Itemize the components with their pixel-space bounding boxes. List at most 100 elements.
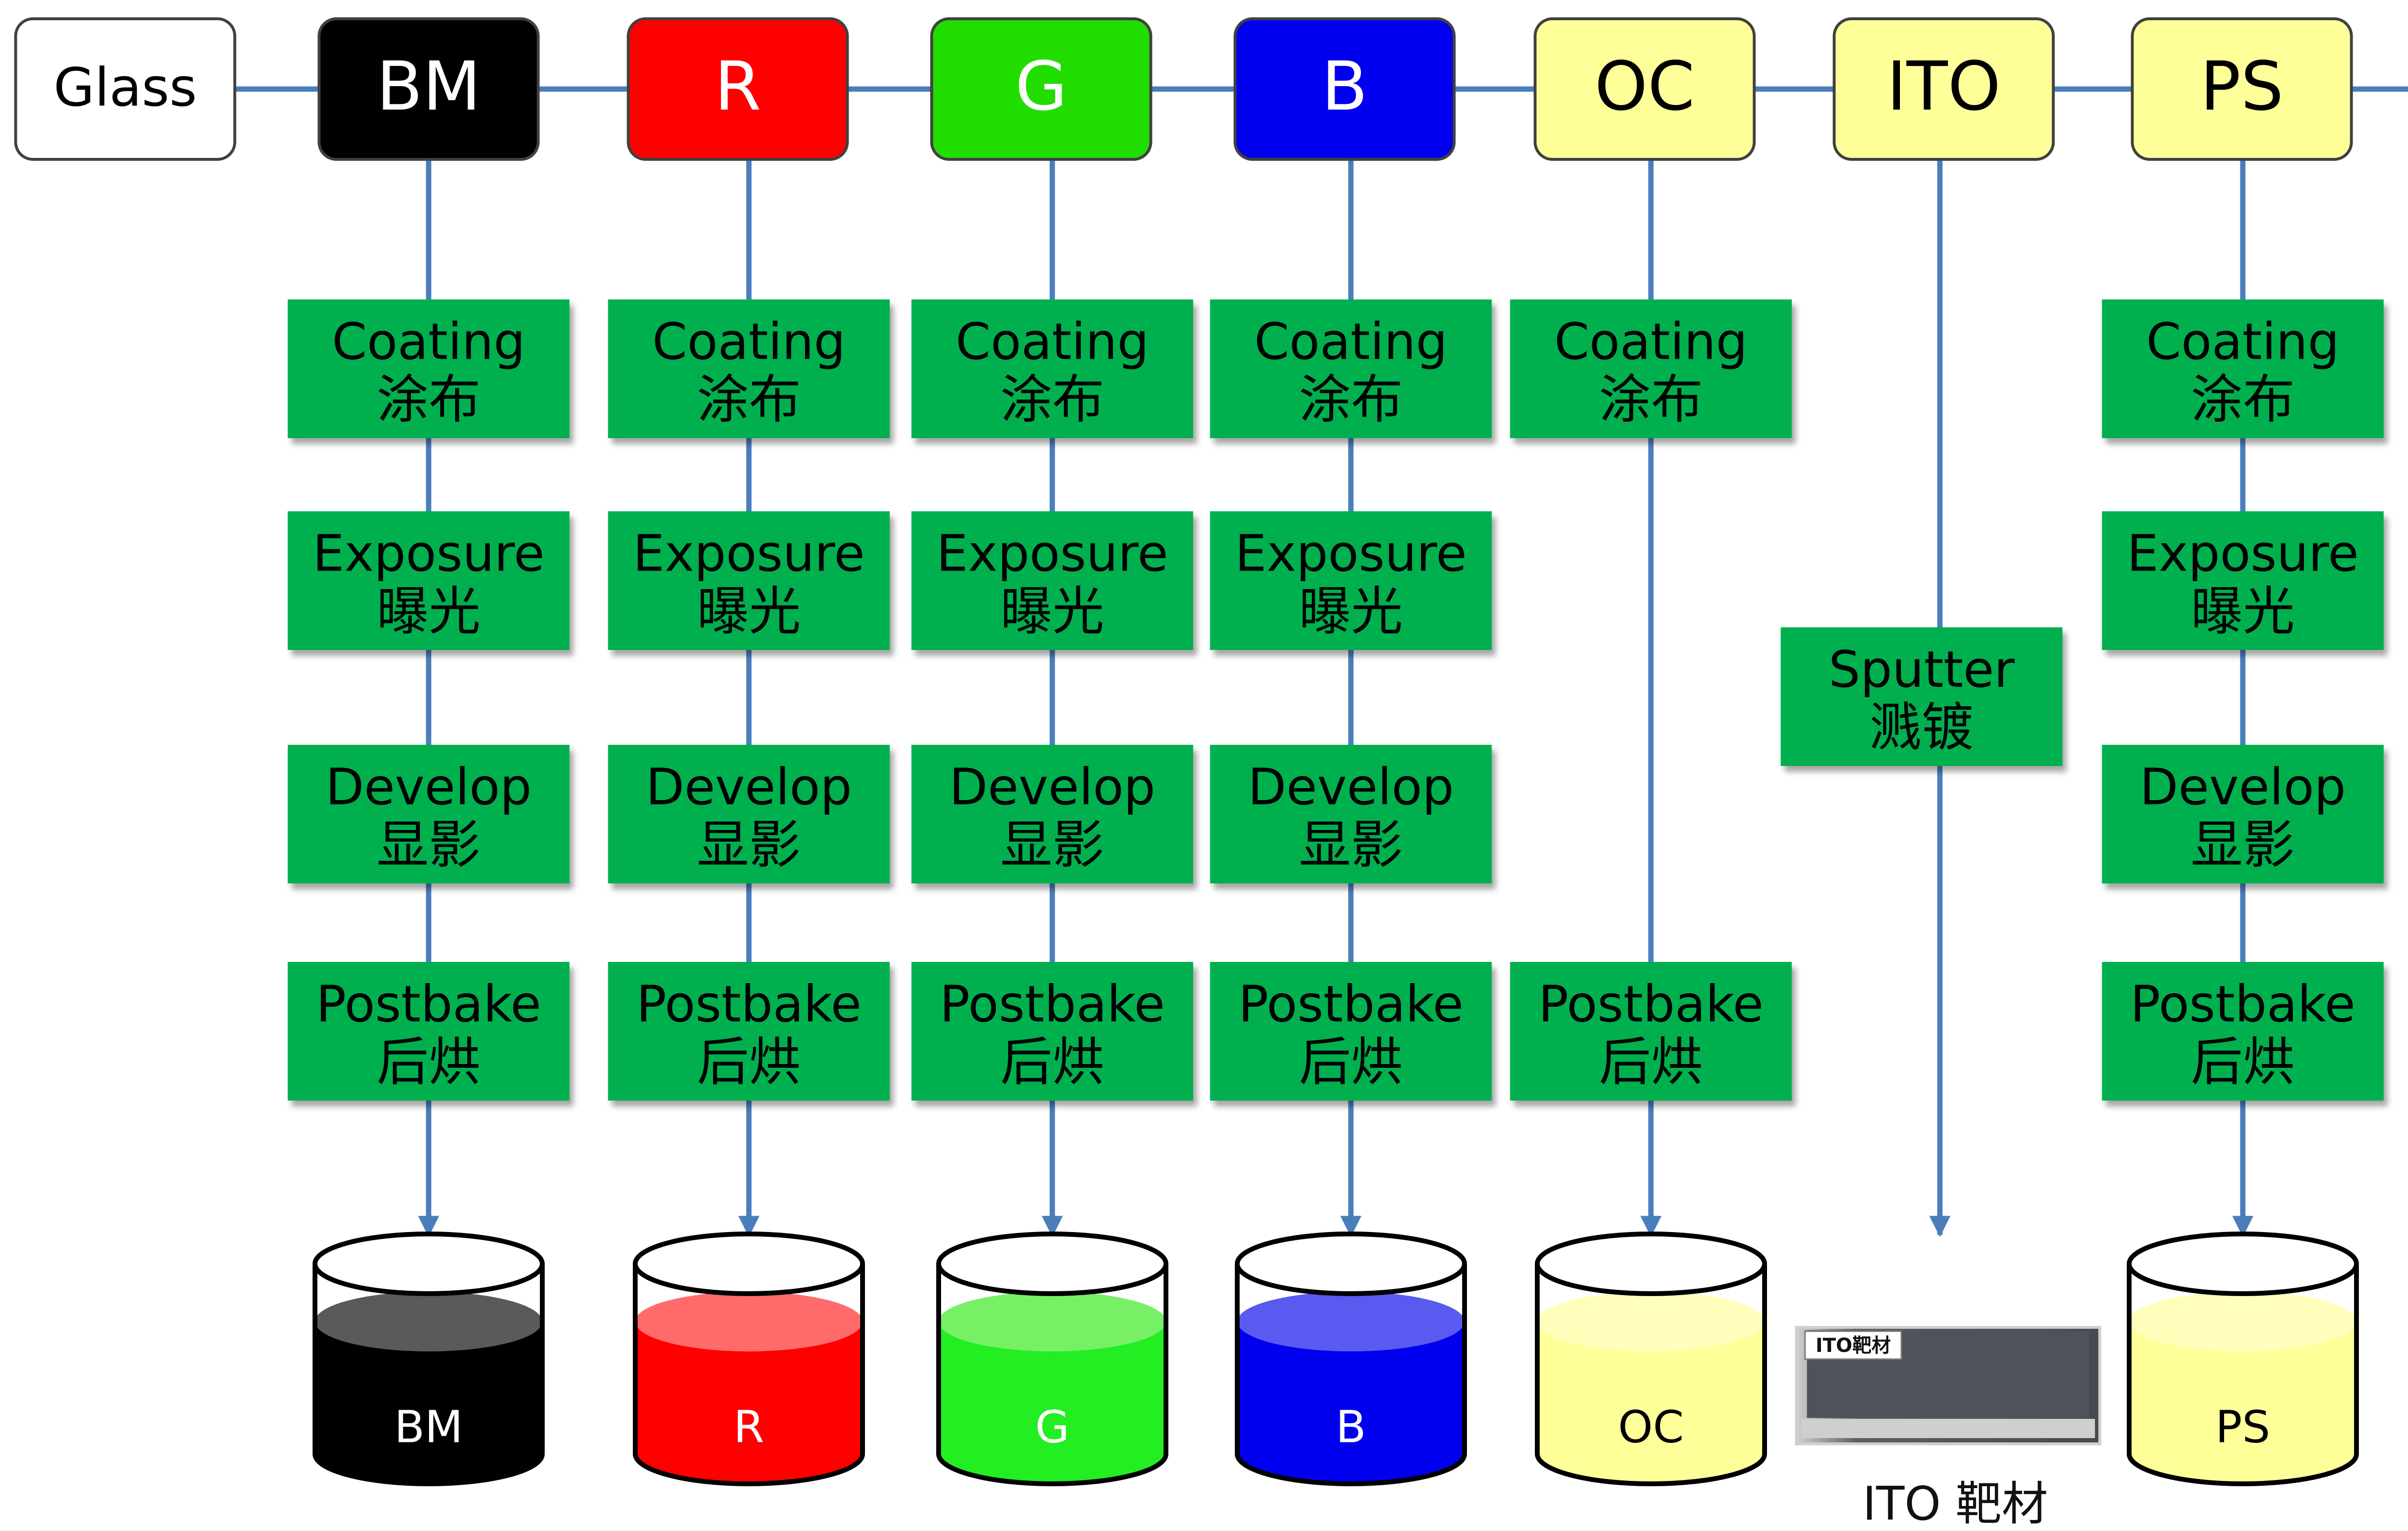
beaker-outline [313,1264,545,1486]
step-label-zh: 显影 [2191,815,2295,875]
step-box [288,299,570,438]
step-label-en: Sputter [1829,640,2015,699]
beaker-liquid-surface [315,1292,542,1351]
step-label-en: Develop [2140,757,2346,816]
step-box [1210,299,1492,438]
step-box [608,511,890,650]
step-label-en: Postbake [1538,974,1764,1033]
stage-box [2131,17,2353,161]
step-label-zh: 显影 [1000,815,1104,875]
step-box [1510,299,1792,438]
beaker-liquid-surface [1537,1292,1765,1351]
stage-label: ITO [1886,48,2001,126]
material-beaker-b: B [1235,1232,1467,1486]
step-box [608,745,890,883]
step-label-zh: 后烘 [1599,1032,1703,1092]
step-label-zh: 后烘 [2191,1032,2295,1092]
step-label-zh: 涂布 [697,370,801,430]
beaker-label: BM [394,1401,463,1453]
step-label-zh: 溅镀 [1870,698,1974,758]
step-label-en: Develop [949,757,1155,816]
step-box [2102,745,2384,883]
stage-box [627,17,849,161]
material-beaker-r: R [633,1232,865,1486]
beaker-label: R [733,1401,764,1453]
stage-oc: OC [1533,17,1756,161]
beaker-liquid [1537,1322,1765,1484]
step-label-en: Coating [1254,312,1448,371]
step-label-zh: 涂布 [2191,370,2295,430]
step-label-zh: 涂布 [1299,370,1403,430]
beaker-outline [1535,1264,1767,1486]
material-beaker-g: G [936,1232,1168,1486]
beaker-label: OC [1618,1401,1684,1453]
stage-box [14,17,236,161]
step-label-en: Postbake [940,974,1165,1033]
beaker-rim [313,1232,545,1296]
step-label-en: Coating [652,312,846,371]
step-box [2102,962,2384,1101]
beaker-rim [1535,1232,1767,1296]
step-label-en: Postbake [2130,974,2356,1033]
step-label-en: Develop [1248,757,1454,816]
stage-label: R [714,48,761,126]
stage-ps: PS [2131,17,2353,161]
step-label-en: Develop [646,757,852,816]
beaker-label: B [1335,1401,1366,1453]
stage-label: B [1322,48,1368,126]
step-box [608,299,890,438]
step-label-zh: 后烘 [1000,1032,1104,1092]
ito-target-label: ITO 靶材 [1862,1477,2048,1531]
beaker-liquid-surface [2129,1292,2356,1351]
process-steps: Coating涂布Exposure曝光Develop显影Postbake后烘Co… [288,299,2384,1101]
step-box [608,962,890,1101]
step-box [2102,511,2384,650]
stage-box [1832,17,2055,161]
step-label-en: Exposure [1235,524,1466,583]
step-box [911,745,1193,883]
beaker-liquid [2129,1322,2356,1484]
material-beaker-oc: OC [1535,1232,1767,1486]
step-box [288,511,570,650]
material-beaker-ps: PS [2127,1232,2359,1486]
beaker-liquid-surface [635,1292,863,1351]
step-box [1210,511,1492,650]
photo-base [1801,1419,2095,1438]
beaker-outline [936,1264,1168,1486]
beaker-liquid [939,1322,1166,1484]
beaker-rim [1235,1232,1467,1296]
step-box [1510,962,1792,1101]
step-label-zh: 曝光 [377,582,481,642]
step-label-zh: 显影 [377,815,481,875]
step-label-en: Postbake [1238,974,1464,1033]
step-label-zh: 显影 [1299,815,1403,875]
beaker-label: G [1035,1401,1069,1453]
stage-label: PS [2200,48,2283,126]
beaker-liquid [635,1322,863,1484]
step-label-zh: 涂布 [377,370,481,430]
stage-label: G [1015,48,1068,126]
step-label-zh: 曝光 [1000,582,1104,642]
step-label-en: Exposure [936,524,1168,583]
step-box [288,962,570,1101]
step-box [2102,299,2384,438]
step-box [911,511,1193,650]
stage-glass: Glass [14,17,236,161]
step-label-zh: 涂布 [1599,370,1703,430]
stage-label: OC [1595,48,1695,126]
